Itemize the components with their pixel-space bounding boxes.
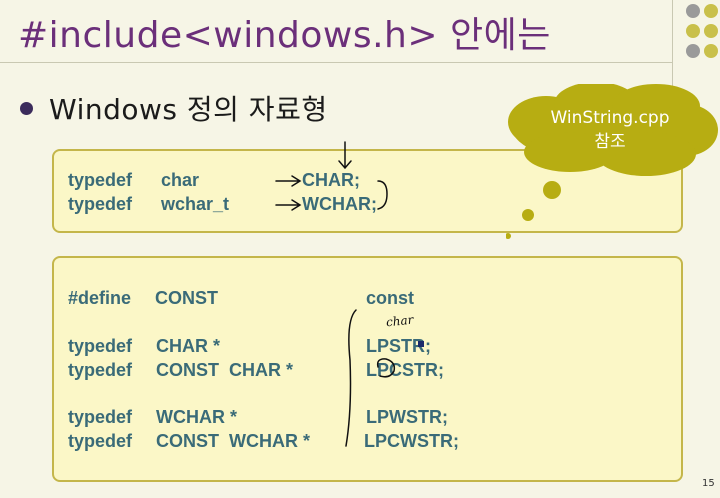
bullet-text: Windows 정의 자료형 — [49, 93, 328, 126]
box1-row1-alias: CHAR; — [302, 170, 360, 190]
box1-row2-type: wchar_t — [161, 194, 230, 214]
callout-line1: WinString.cpp — [550, 108, 670, 128]
box1-row2-alias: WCHAR; — [302, 194, 377, 214]
handwritten-note: char — [385, 312, 415, 330]
box2-row3-alias: LPWSTR; — [366, 407, 448, 427]
dot-olive-4 — [704, 44, 718, 58]
callout-text: WinString.cpp 참조 — [518, 106, 702, 154]
typedef-box-strings — [52, 256, 683, 482]
box2-row2-alias: LPCSTR; — [366, 360, 444, 380]
vertical-divider — [672, 0, 673, 120]
box2-row3-type: WCHAR * — [156, 407, 237, 427]
decorative-dots — [684, 4, 720, 64]
bullet-item: Windows 정의 자료형 — [20, 88, 328, 128]
box2-row2-type: CONST CHAR * — [156, 360, 294, 380]
define-value: const — [366, 288, 415, 308]
dot-olive-1 — [704, 4, 718, 18]
box1-row2-keyword: typedef — [68, 194, 133, 214]
box1-row1-type: char — [161, 170, 200, 190]
dot-olive-2 — [686, 24, 700, 38]
box2-row1-alias: LPSTR; — [366, 336, 431, 356]
dot-olive-3 — [704, 24, 718, 38]
callout-line2: 참조 — [594, 132, 626, 152]
define-keyword: #define — [68, 288, 132, 308]
box2-row3-keyword: typedef — [68, 407, 133, 427]
box2-row4-keyword: typedef — [68, 431, 133, 451]
page-number: 15 — [702, 478, 715, 489]
box2-row4-alias: LPCWSTR; — [364, 431, 459, 451]
box1-row1-keyword: typedef — [68, 170, 133, 190]
dot-gray-1 — [686, 4, 700, 18]
slide-title: #include<windows.h> 안에는 — [18, 15, 551, 56]
box2-row1-keyword: typedef — [68, 336, 133, 356]
box2-row4-type: CONST WCHAR * — [156, 431, 310, 451]
thought-cloud — [506, 84, 718, 239]
bullet-icon — [20, 101, 33, 115]
define-name: CONST — [155, 288, 218, 308]
box2-row1-type: CHAR * — [156, 336, 221, 356]
title-divider — [0, 62, 672, 63]
dot-gray-2 — [686, 44, 700, 58]
box2-row2-keyword: typedef — [68, 360, 133, 380]
